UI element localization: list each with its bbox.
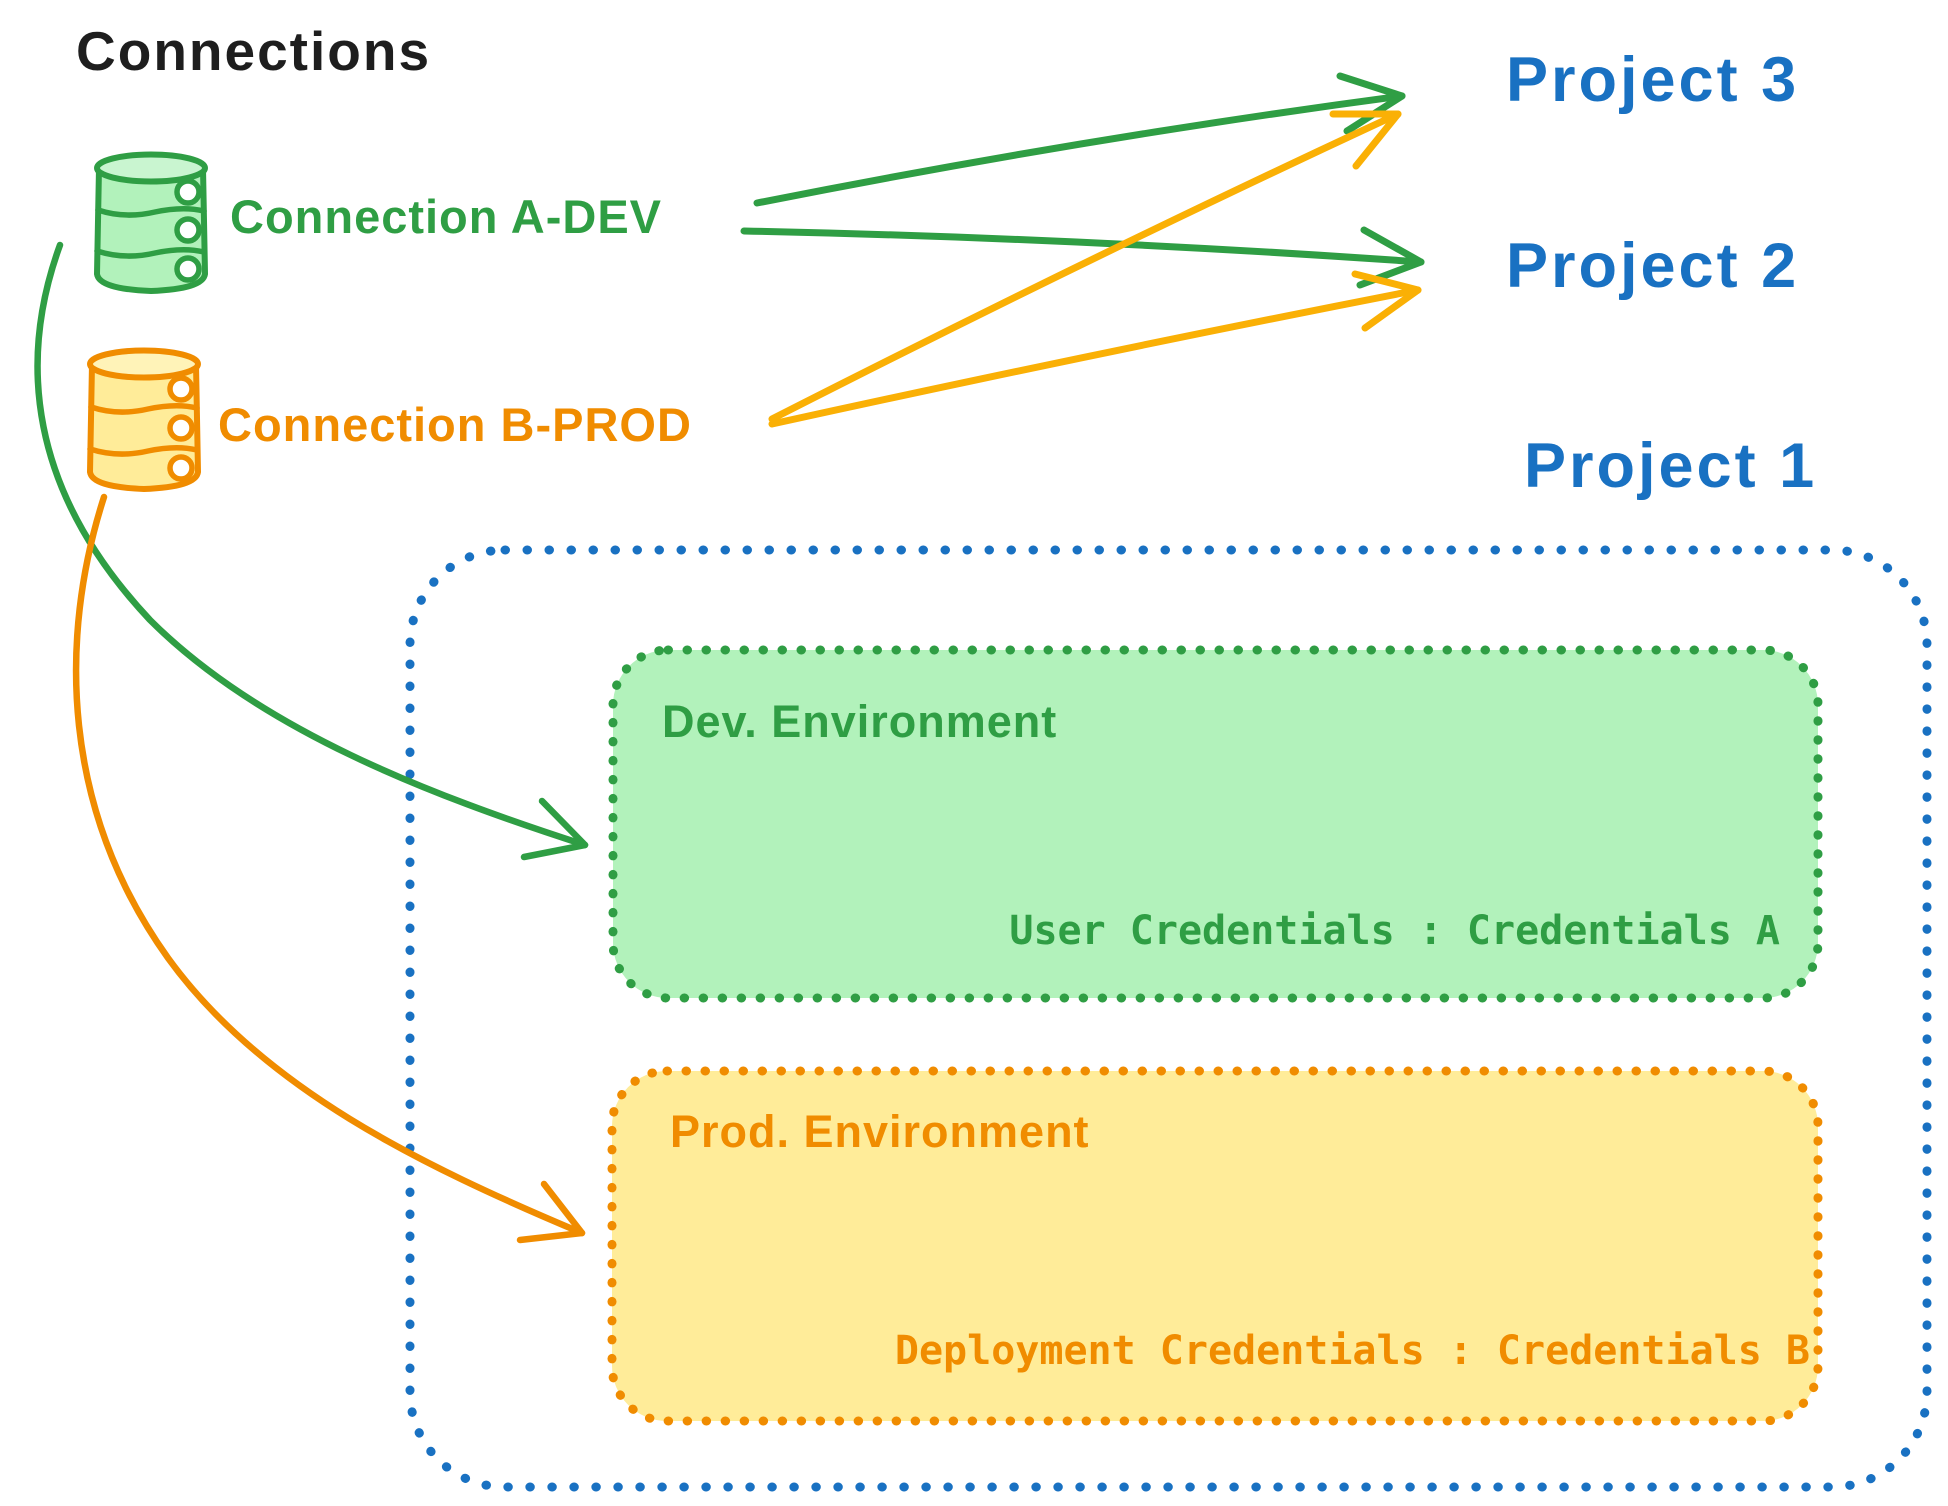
- arrow-b-prod-to-project-2-head-icon: [1351, 270, 1422, 332]
- dev-environment-box: [608, 645, 1823, 1003]
- connection-a-dev-database-icon: [94, 151, 208, 294]
- prod-environment-box: [607, 1066, 1823, 1426]
- arrow-b-prod-to-project-3: [768, 110, 1402, 423]
- dev-environment-credentials: User Credentials : Credentials A: [1009, 908, 1780, 954]
- arrow-b-prod-to-prod-environment: [72, 493, 586, 1237]
- prod-environment-label: Prod. Environment: [670, 1106, 1090, 1157]
- arrow-a-dev-to-dev-environment: [34, 241, 589, 849]
- arrow-b-prod-to-project-2: [768, 286, 1422, 428]
- dev-environment-label: Dev. Environment: [662, 696, 1058, 747]
- arrow-a-dev-to-project-3: [753, 92, 1406, 207]
- prod-environment-credentials: Deployment Credentials : Credentials B: [894, 1328, 1810, 1374]
- connection-b-prod-label: Connection B-PROD: [218, 398, 692, 451]
- arrow-a-dev-to-project-3-head-icon: [1336, 72, 1406, 135]
- project-1-label: Project 1: [1524, 431, 1818, 501]
- connection-b-prod-database-icon: [87, 347, 201, 492]
- arrow-a-dev-to-project-2: [740, 227, 1425, 266]
- arrow-b-prod-to-project-3-head-icon: [1329, 110, 1402, 170]
- connections-title: Connections: [76, 20, 432, 82]
- project-3-label: Project 3: [1506, 45, 1800, 115]
- arrow-a-dev-to-dev-environment-head-icon: [520, 797, 589, 861]
- arrow-b-prod-to-prod-environment-head-icon: [516, 1180, 586, 1244]
- project-1-container-box: [405, 545, 1932, 1492]
- connection-a-dev-label: Connection A-DEV: [230, 190, 663, 243]
- project-2-label: Project 2: [1506, 231, 1800, 301]
